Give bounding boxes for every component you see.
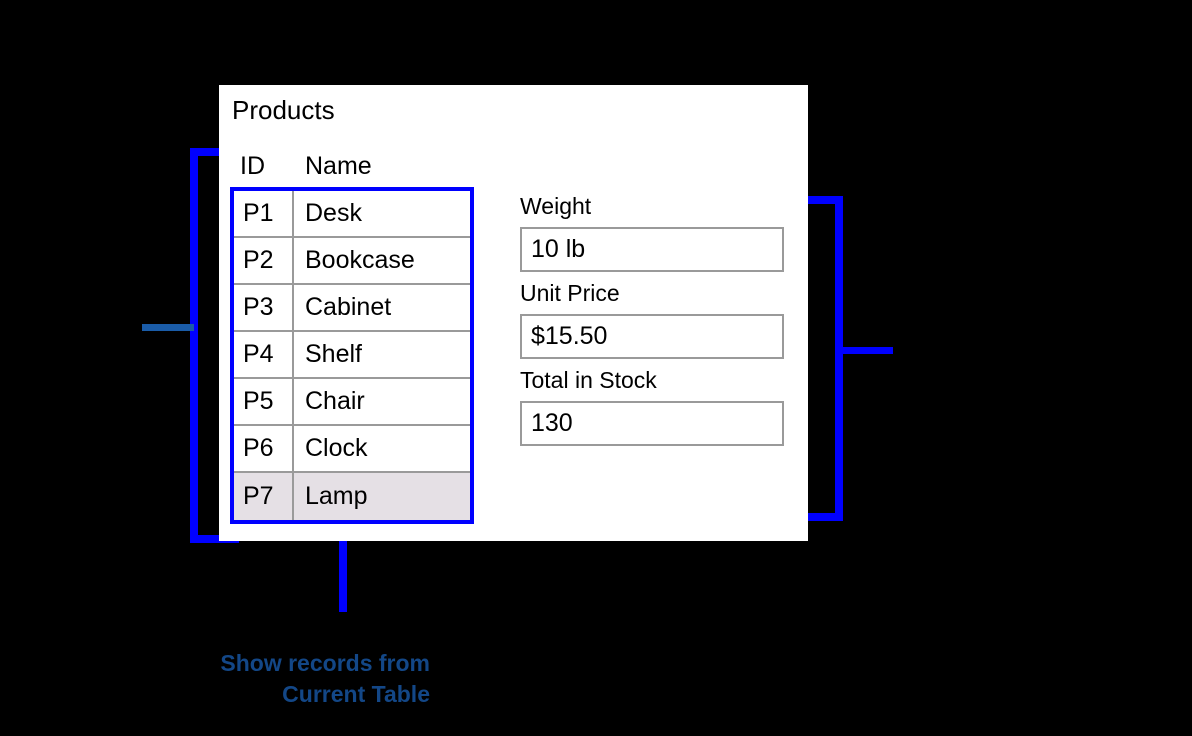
field-input[interactable]: $15.50 bbox=[520, 314, 784, 359]
right-bracket-pointer-stub bbox=[843, 347, 893, 354]
field-label: Weight bbox=[520, 193, 592, 219]
cell-id: P5 bbox=[234, 379, 294, 424]
table-row[interactable]: P6 Clock bbox=[234, 426, 470, 473]
page-title: Products bbox=[232, 95, 335, 125]
caption-line-1: Show records from bbox=[220, 650, 430, 676]
field-group: Unit Price $15.50 bbox=[520, 282, 784, 359]
caption-line-2: Current Table bbox=[282, 681, 430, 708]
left-bracket-bottom-arm bbox=[190, 535, 239, 543]
cell-id: P4 bbox=[234, 332, 294, 377]
table-row[interactable]: P5 Chair bbox=[234, 379, 470, 426]
table-row[interactable]: P4 Shelf bbox=[234, 332, 470, 379]
table-row[interactable]: P3 Cabinet bbox=[234, 285, 470, 332]
right-bracket-top-arm bbox=[776, 196, 843, 204]
field-label: Total in Stock bbox=[520, 367, 657, 393]
table-row[interactable]: P1 Desk bbox=[234, 191, 470, 238]
left-bracket-stem bbox=[190, 148, 198, 543]
cell-name: Clock bbox=[305, 434, 368, 462]
table-row[interactable]: P2 Bookcase bbox=[234, 238, 470, 285]
left-bracket-pointer-stub bbox=[142, 324, 194, 331]
right-bracket-bottom-arm bbox=[776, 513, 843, 521]
cell-id: P7 bbox=[234, 473, 294, 520]
left-bracket-top-arm bbox=[190, 148, 239, 156]
field-label: Unit Price bbox=[520, 280, 620, 306]
cell-name: Cabinet bbox=[305, 293, 392, 321]
right-bracket-stem bbox=[835, 196, 843, 521]
field-group: Total in Stock 130 bbox=[520, 369, 784, 446]
column-header-name: Name bbox=[305, 152, 372, 180]
callout-caption: Show records from Current Table bbox=[150, 648, 430, 710]
cell-name: Shelf bbox=[305, 340, 362, 368]
table-row[interactable]: P7 Lamp bbox=[234, 473, 470, 520]
field-group: Weight 10 lb bbox=[520, 195, 784, 272]
table-column-headers: ID Name bbox=[240, 154, 372, 179]
column-header-id: ID bbox=[240, 152, 265, 180]
cell-id: P2 bbox=[234, 238, 294, 283]
cell-id: P1 bbox=[234, 191, 294, 236]
cell-name: Chair bbox=[305, 387, 365, 415]
cell-id: P3 bbox=[234, 285, 294, 330]
field-input[interactable]: 10 lb bbox=[520, 227, 784, 272]
caption-connector-vertical bbox=[339, 533, 347, 612]
cell-name: Lamp bbox=[305, 482, 368, 510]
cell-id: P6 bbox=[234, 426, 294, 471]
cell-name: Bookcase bbox=[305, 246, 415, 274]
field-input[interactable]: 130 bbox=[520, 401, 784, 446]
cell-name: Desk bbox=[305, 199, 362, 227]
